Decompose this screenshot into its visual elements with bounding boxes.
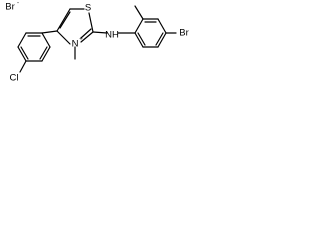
counterion-charge: -: [17, 1, 19, 7]
bromine-label: Br: [179, 28, 189, 39]
ring-nitrogen-label: N: [72, 39, 79, 50]
sulfur-label: S: [85, 3, 91, 14]
aryl-methyl-bond: [134, 5, 144, 20]
amine-label: NH: [105, 30, 119, 41]
c-nh-bond: [92, 31, 108, 34]
aryl-thiazole-bond: [41, 30, 58, 34]
bromotolyl-ring: [117, 18, 167, 48]
chlorophenyl-ring: [17, 32, 51, 62]
c-cl-bond: [19, 60, 27, 73]
chemical-structure: Br - Cl S N + NH Br: [5, 1, 189, 84]
chlorine-label: Cl: [10, 73, 19, 84]
thiazolium-ring: [56, 8, 94, 45]
ring-nitrogen-charge: +: [79, 37, 83, 43]
counterion-label: Br: [5, 2, 15, 13]
